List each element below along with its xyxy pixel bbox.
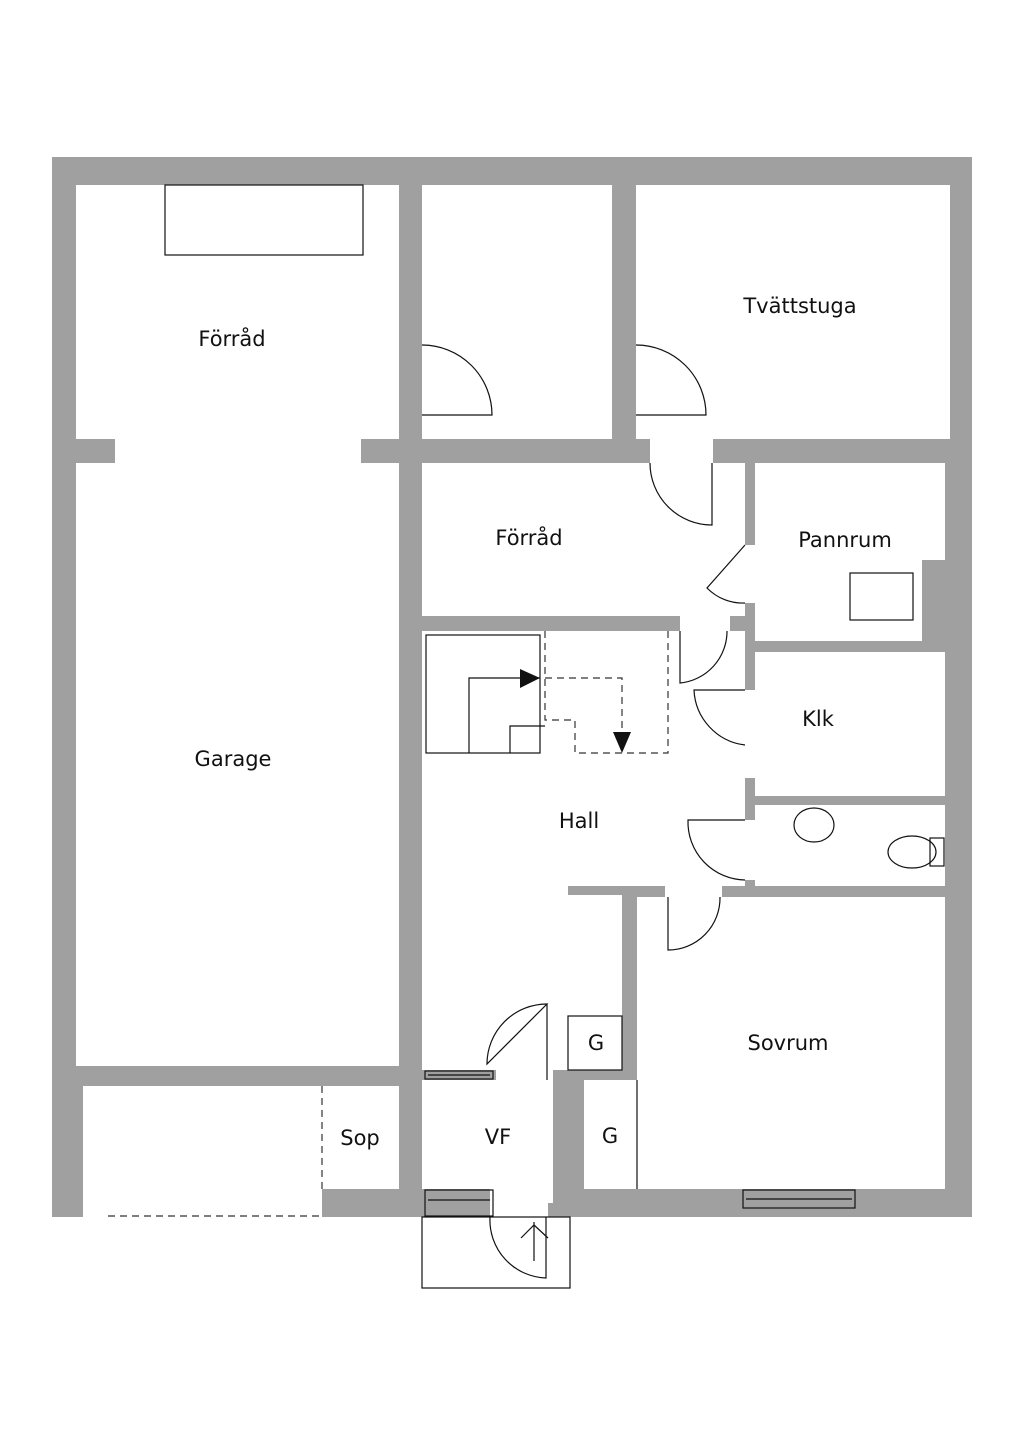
room-label-g-1: G	[588, 1031, 604, 1055]
room-label-klk: Klk	[802, 707, 835, 731]
room-interiors	[76, 185, 950, 1226]
room-label-sovrum: Sovrum	[747, 1031, 828, 1055]
entrance-arrow-icon	[520, 1222, 549, 1261]
staircase	[425, 631, 669, 754]
room-label-forrad-1: Förråd	[198, 326, 265, 351]
fixtures	[164, 184, 945, 1289]
door-swings	[108, 344, 746, 1279]
room-label-garage: Garage	[195, 747, 272, 771]
room-label-g-2: G	[602, 1124, 618, 1148]
room-label-pannrum: Pannrum	[798, 528, 892, 552]
room-label-sop: Sop	[340, 1126, 380, 1150]
windows	[424, 1070, 856, 1217]
room-label-hall: Hall	[559, 809, 599, 833]
room-label-vf: VF	[485, 1125, 511, 1149]
room-label-forrad-2: Förråd	[495, 525, 562, 550]
room-label-tvattstuga: Tvättstuga	[742, 294, 856, 318]
